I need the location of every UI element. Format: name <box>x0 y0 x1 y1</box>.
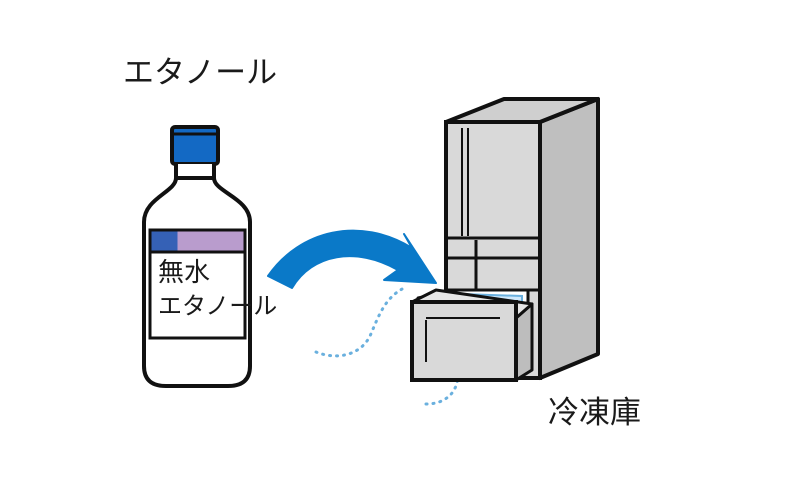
fridge-side <box>538 97 600 380</box>
freezer-drawer-front <box>410 300 518 382</box>
freezer-refrigerator <box>410 97 600 382</box>
label-band-purple <box>177 231 244 252</box>
freezer-heading: 冷凍庫 <box>548 395 641 431</box>
ethanol-heading: エタノール <box>123 55 278 91</box>
bottle-label-line2: エタノール <box>158 292 278 320</box>
ethanol-bottle <box>142 125 252 388</box>
bottle-label-line1: 無水 <box>158 258 211 288</box>
transfer-arrow <box>267 229 437 289</box>
label-band-blue <box>151 231 178 252</box>
